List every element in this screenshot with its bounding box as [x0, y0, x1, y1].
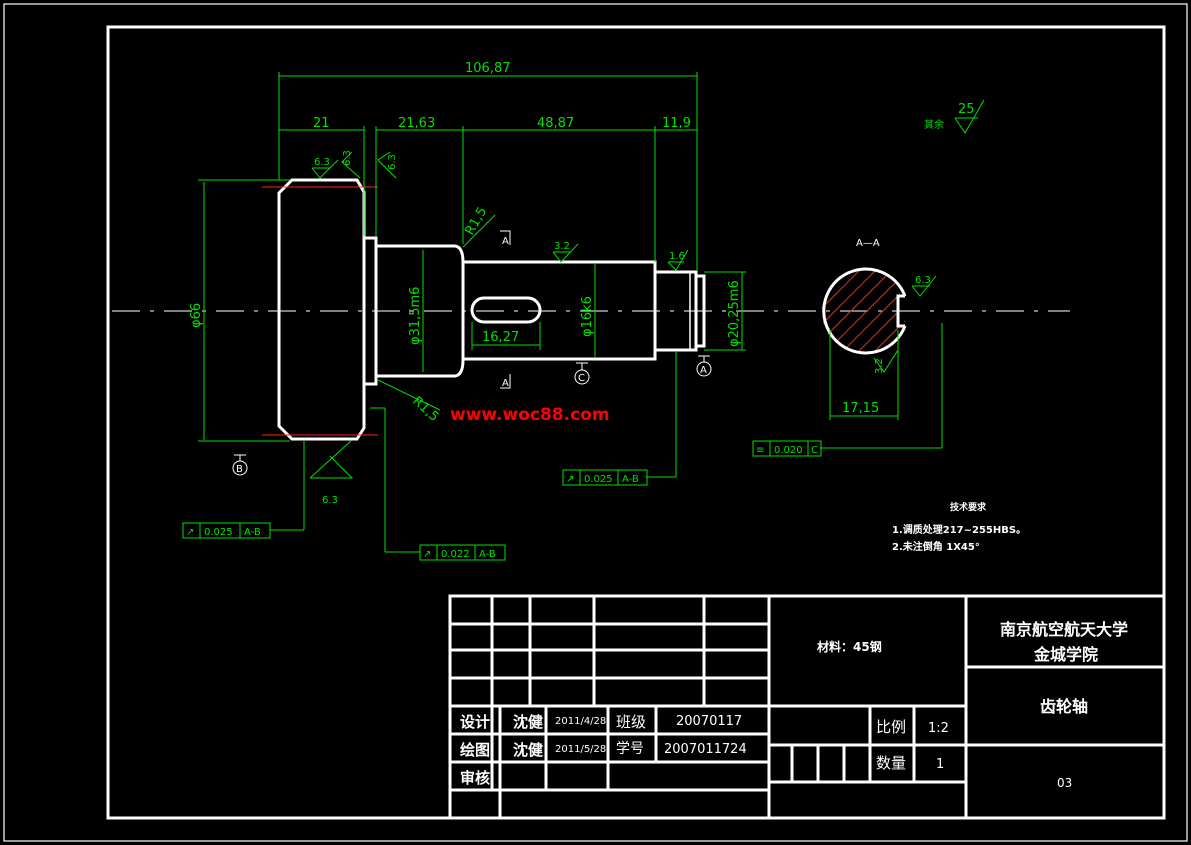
dim-shaft1-dia: φ31,5m6: [408, 287, 423, 345]
roughness-r6: 6.3: [322, 495, 338, 506]
datum-a: A: [700, 365, 707, 376]
keyway-slot: [470, 296, 542, 324]
runout3-datum: A-B: [479, 549, 496, 560]
tech-line2: 2.未注倒角 1X45°: [892, 540, 980, 553]
runout1-datum: A-B: [244, 527, 261, 538]
svg-text:↗: ↗: [566, 474, 574, 485]
runout3-value: 0.022: [441, 549, 470, 560]
datum-letters: B C A A A A—A: [236, 236, 880, 475]
roughness-r8: 6.3: [915, 275, 931, 286]
dimension-texts: 106,87 21 21,63 48,87 11,9 φ66 φ31,5m6 φ…: [189, 61, 879, 425]
dim-section-width: 17,15: [842, 401, 879, 416]
dim-seg1: 21: [313, 116, 330, 131]
scale-value: 1:2: [928, 721, 949, 736]
roughness-general-value: 25: [958, 102, 975, 117]
quantity-value: 1: [936, 757, 944, 772]
dim-shaft2-dia: φ16k6: [580, 296, 595, 337]
student-id-value: 2007011724: [664, 742, 747, 757]
dim-seg4: 11,9: [662, 116, 691, 131]
dimension-lines: [198, 72, 943, 553]
sym-datum: C: [811, 445, 818, 456]
dim-seg2: 21,63: [398, 116, 435, 131]
shaft-outline: [277, 178, 706, 441]
drawing-number: 03: [1057, 776, 1072, 790]
dim-keyway-length: 16,27: [482, 330, 519, 345]
runout1-value: 0.025: [204, 527, 233, 538]
datum-c: C: [578, 373, 585, 384]
svg-text:↗: ↗: [186, 527, 194, 538]
drawing-frame: [106, 25, 1166, 820]
review-label: 审核: [460, 769, 490, 787]
roughness-r5: 1.6: [669, 251, 685, 262]
roughness-r1: 6.3: [314, 157, 330, 168]
dim-radius-top: R1,5: [462, 205, 490, 238]
draw-label: 绘图: [460, 741, 490, 759]
runout2-datum: A-B: [622, 474, 639, 485]
design-date: 2011/4/28: [555, 716, 606, 727]
quantity-label: 数量: [876, 754, 906, 772]
title-block-texts: 材料：45钢 南京航空航天大学 金城学院 齿轮轴 03 设计 沈健 2011/4…: [460, 620, 1128, 790]
design-label: 设计: [460, 713, 490, 731]
svg-text:≡: ≡: [756, 445, 764, 456]
dim-overall-length: 106,87: [465, 61, 511, 76]
part-name: 齿轮轴: [1040, 697, 1088, 716]
svg-text:↗: ↗: [423, 549, 431, 560]
roughness-r4: 3.2: [554, 241, 570, 252]
roughness-r3: 6.3: [387, 154, 398, 170]
material-text: 材料：45钢: [816, 639, 882, 654]
sheet-border: [3, 3, 1188, 842]
section-marker-top: A: [502, 236, 509, 247]
title-block: [448, 594, 1166, 820]
tech-requirements: 技术要求 1.调质处理217~255HBS。 2.未注倒角 1X45°: [892, 501, 1026, 553]
roughness-r2: 6.3: [342, 150, 353, 166]
roughness-symbols: [309, 99, 985, 479]
roughness-values: 6.3 6.3 6.3 3.2 1.6 6.3 3.2 6.3 25 其余: [314, 102, 975, 506]
datum-b: B: [236, 464, 243, 475]
draw-name: 沈健: [513, 741, 543, 759]
tech-line1: 1.调质处理217~255HBS。: [892, 523, 1026, 536]
tolerance-texts: ↗ 0.025 A-B ↗ 0.022 A-B ↗ 0.025 A-B ≡ 0.…: [186, 445, 818, 560]
school-line2: 金城学院: [1033, 645, 1098, 664]
section-label: A—A: [856, 238, 880, 249]
sym-value: 0.020: [774, 445, 803, 456]
watermark: www.woc88.com: [450, 405, 610, 425]
class-label: 班级: [616, 713, 646, 731]
section-marker-bottom: A: [502, 378, 509, 389]
class-value: 20070117: [676, 714, 742, 729]
dim-gear-dia: φ66: [189, 303, 204, 328]
dim-seg3: 48,87: [537, 116, 574, 131]
student-id-label: 学号: [616, 741, 644, 757]
roughness-r7: 3.2: [874, 358, 885, 374]
roughness-general-label: 其余: [924, 118, 944, 131]
datum-markers: [232, 230, 712, 476]
runout2-value: 0.025: [584, 474, 613, 485]
design-name: 沈健: [513, 713, 543, 731]
dim-shaft3-dia: φ20,25m6: [727, 280, 742, 347]
school-line1: 南京航空航天大学: [1000, 620, 1128, 639]
draw-date: 2011/5/28: [555, 744, 606, 755]
tolerance-frames: [182, 440, 822, 561]
tech-title: 技术要求: [950, 501, 987, 513]
scale-label: 比例: [876, 718, 906, 736]
dim-radius-bottom: R1,5: [409, 394, 441, 425]
